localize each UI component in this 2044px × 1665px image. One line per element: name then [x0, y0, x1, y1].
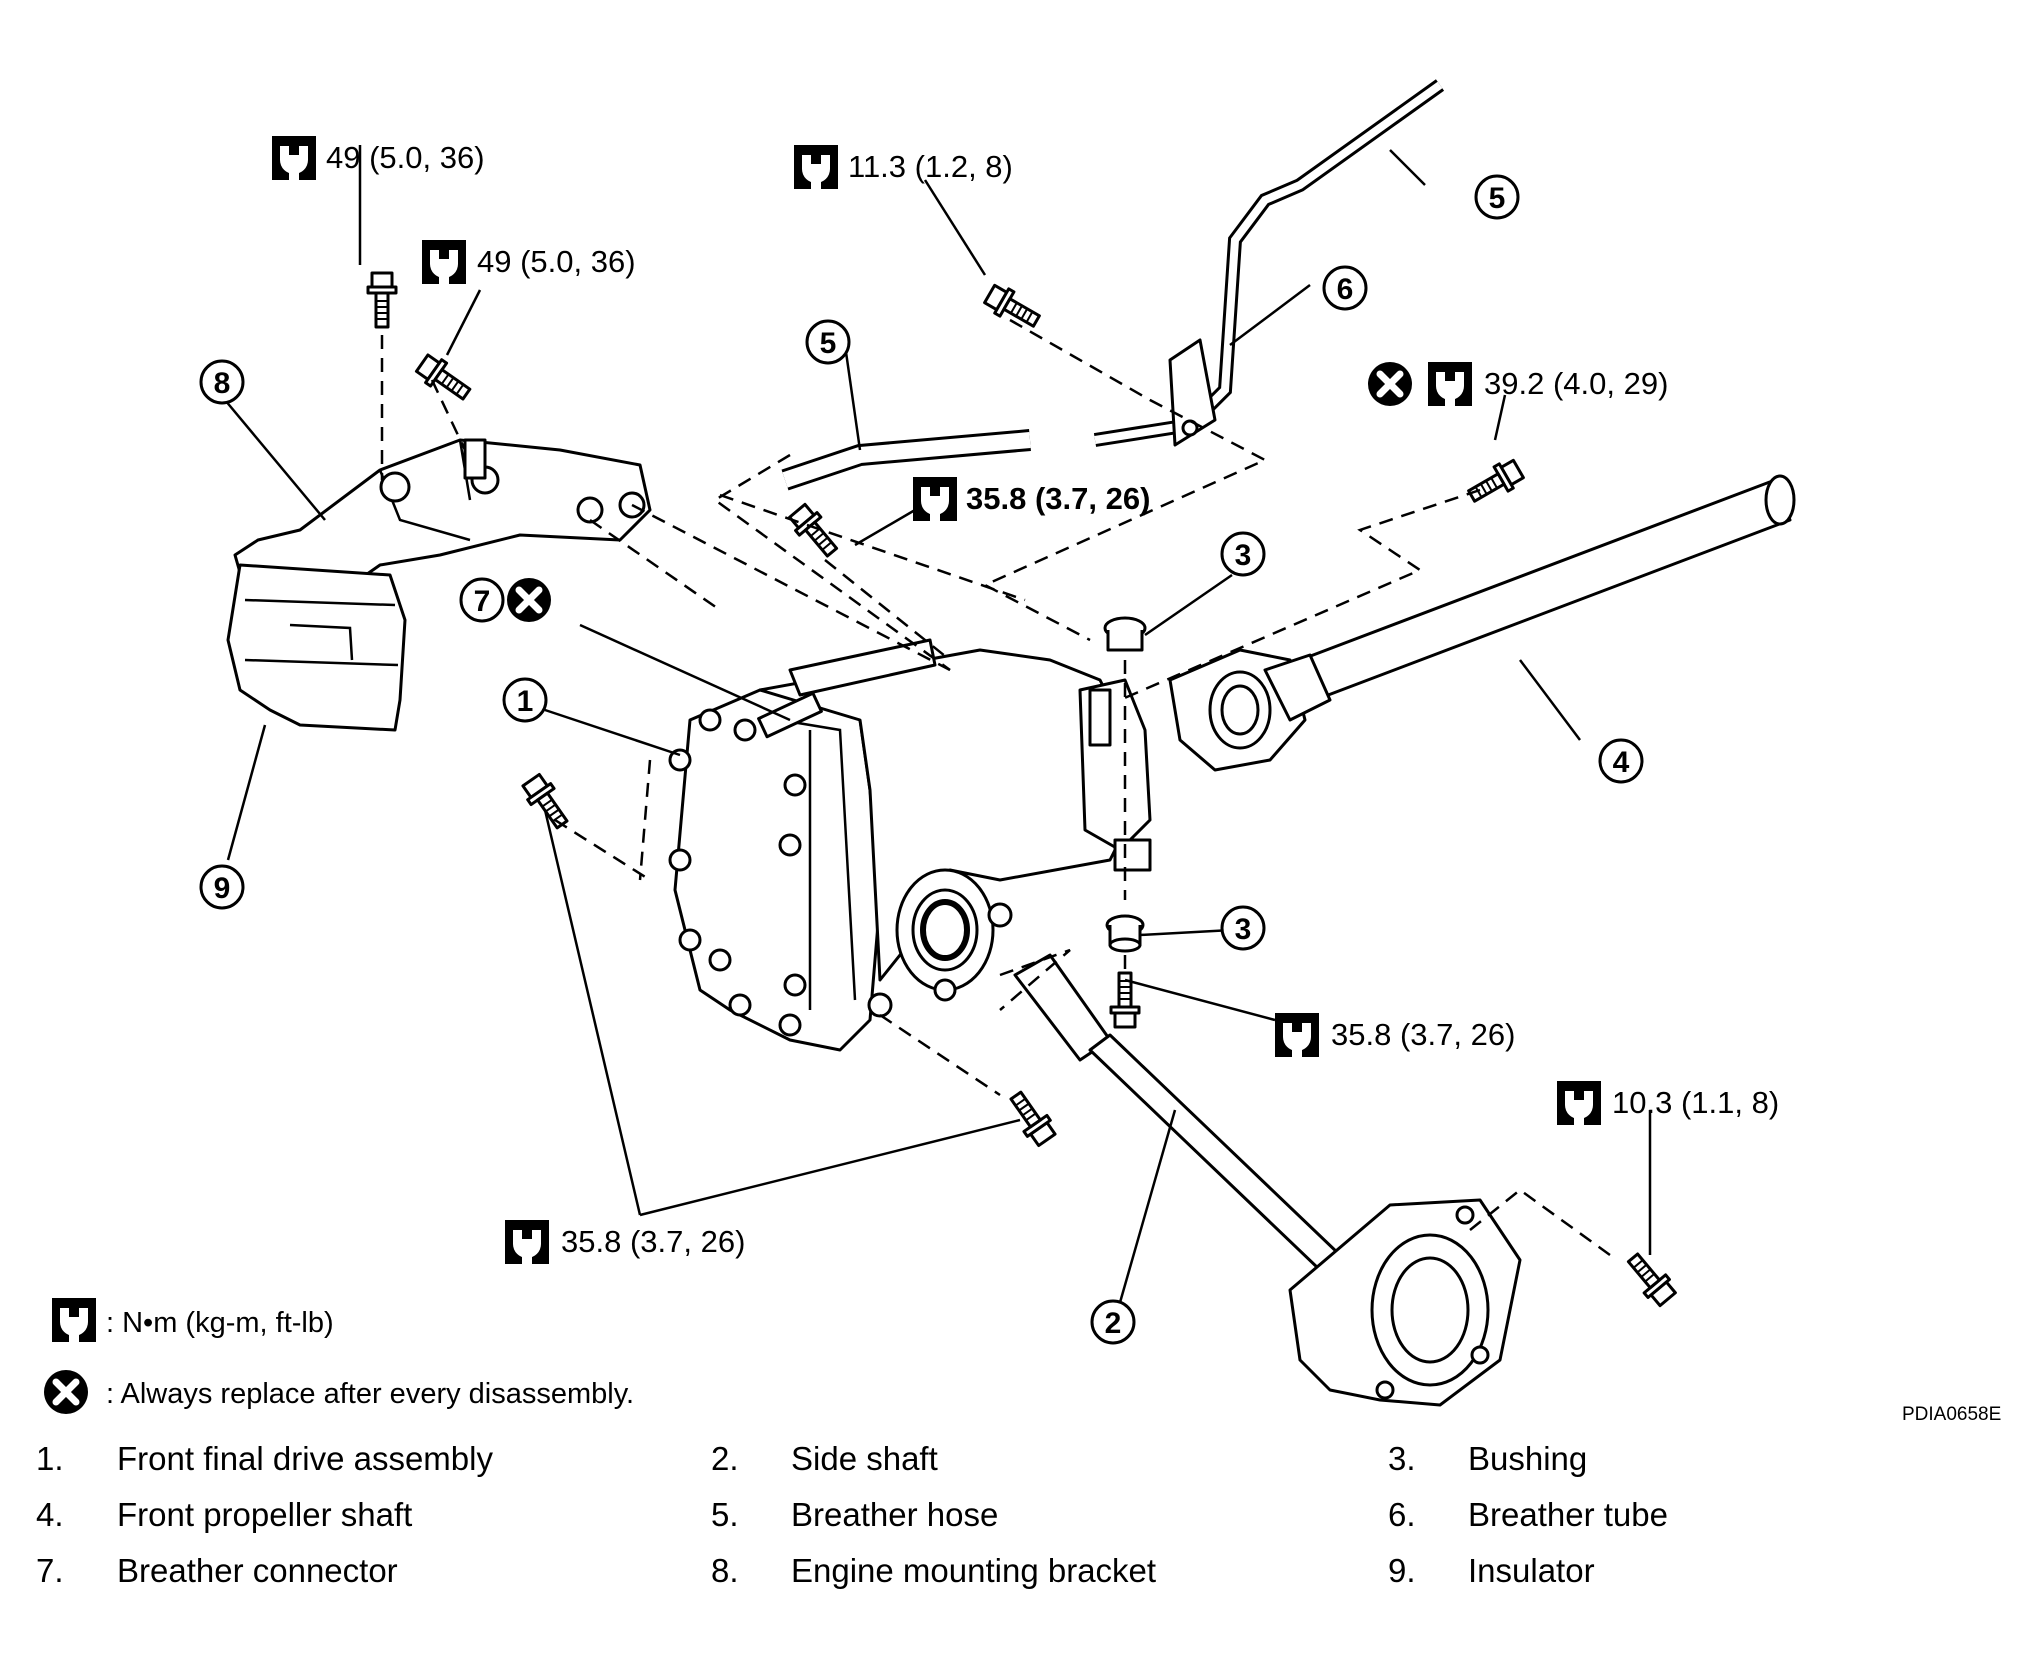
part-number: 5. [711, 1496, 739, 1533]
breather-connector [757, 691, 823, 739]
replace-x-icon [507, 578, 551, 622]
marker-6: 6 [1322, 265, 1368, 311]
torque-callout-bracket-vertical: 49 (5.0, 36) [272, 136, 485, 180]
part-name: Front propeller shaft [117, 1496, 413, 1533]
replace-x-icon [44, 1370, 88, 1414]
svg-text:3: 3 [1235, 539, 1252, 572]
torque-wrench-icon [913, 477, 957, 521]
bolt-long-mount [785, 500, 845, 563]
engine-mounting-bracket [233, 438, 652, 602]
svg-text:3: 3 [1235, 913, 1252, 946]
marker-3-upper: 3 [1220, 531, 1266, 577]
svg-text:2: 2 [1105, 1307, 1122, 1340]
torque-callout-bracket-angled: 49 (5.0, 36) [422, 240, 636, 284]
torque-wrench-icon [422, 240, 466, 284]
insulator [226, 563, 407, 732]
part-number: 4. [36, 1496, 64, 1533]
part-number: 2. [711, 1440, 739, 1477]
part-number: 1. [36, 1440, 64, 1477]
leader-lines [224, 145, 1652, 1321]
front-propeller-shaft [1168, 474, 1796, 772]
part-name: Front final drive assembly [117, 1440, 493, 1477]
bolt-bracket-angled [412, 350, 476, 408]
torque-callout-breather-tube: 11.3 (1.2, 8) [794, 145, 1013, 189]
svg-text:35.8 (3.7, 26): 35.8 (3.7, 26) [1331, 1017, 1515, 1052]
marker-7: 7 [459, 578, 551, 622]
marker-5-upper: 5 [1474, 174, 1520, 220]
bushing-lower [1105, 914, 1145, 953]
part-name: Breather hose [791, 1496, 999, 1533]
torque-wrench-icon [1275, 1013, 1319, 1057]
torque-wrench-icon [505, 1220, 549, 1264]
part-name: Breather connector [117, 1552, 398, 1589]
torque-callout-propeller-shaft: 39.2 (4.0, 29) [1368, 362, 1668, 406]
parts-row: 7. Breather connector 8. Engine mounting… [0, 1552, 2044, 1608]
legend-torque: : N•m (kg-m, ft-lb) [52, 1298, 334, 1342]
svg-text:11.3 (1.2, 8): 11.3 (1.2, 8) [848, 149, 1013, 184]
dashed-guide-lines [380, 318, 1611, 1257]
bolt-bracket-vertical [366, 271, 398, 329]
parts-row: 4. Front propeller shaft 5. Breather hos… [0, 1496, 2044, 1552]
svg-text:1: 1 [517, 685, 534, 718]
part-number: 9. [1388, 1552, 1416, 1589]
torque-callout-side-shaft: 10.3 (1.1, 8) [1557, 1081, 1779, 1125]
svg-text:: Always replace after every d: : Always replace after every disassembly… [106, 1378, 634, 1410]
bolt-side-shaft-flange [1620, 1247, 1680, 1310]
svg-text:8: 8 [214, 367, 231, 400]
marker-9: 9 [199, 864, 245, 910]
figure-code: PDIA0658E [1902, 1404, 2001, 1425]
torque-wrench-icon [794, 145, 838, 189]
svg-text:: N•m (kg-m, ft-lb): : N•m (kg-m, ft-lb) [106, 1307, 334, 1339]
svg-text:35.8 (3.7, 26): 35.8 (3.7, 26) [561, 1224, 745, 1259]
parts-row: 1. Front final drive assembly 2. Side sh… [0, 1440, 2044, 1496]
svg-text:35.8 (3.7, 26): 35.8 (3.7, 26) [966, 481, 1150, 516]
part-number: 3. [1388, 1440, 1416, 1477]
marker-4: 4 [1598, 738, 1644, 784]
torque-callout-insulator-lower: 35.8 (3.7, 26) [1275, 1013, 1515, 1057]
part-name: Side shaft [791, 1440, 938, 1477]
front-final-drive-assembly [668, 638, 1152, 1052]
svg-text:49 (5.0, 36): 49 (5.0, 36) [326, 140, 485, 175]
svg-text:5: 5 [1489, 182, 1506, 215]
bolt-cover-side [518, 770, 576, 834]
side-shaft [1013, 953, 1522, 1407]
torque-wrench-icon [1428, 362, 1472, 406]
part-name: Bushing [1468, 1440, 1588, 1477]
svg-text:9: 9 [214, 872, 231, 905]
bushing-upper [1103, 616, 1147, 652]
part-number: 6. [1388, 1496, 1416, 1533]
bolt-propeller-shaft [1463, 455, 1527, 510]
part-number: 7. [36, 1552, 64, 1589]
marker-8: 8 [199, 359, 245, 405]
svg-text:4: 4 [1613, 746, 1630, 779]
svg-text:6: 6 [1337, 273, 1354, 306]
svg-text:5: 5 [820, 327, 837, 360]
svg-text:7: 7 [474, 585, 491, 618]
breather-hose-lower [781, 429, 1031, 491]
torque-callout-final-drive: 35.8 (3.7, 26) [505, 1220, 745, 1264]
svg-text:49 (5.0, 36): 49 (5.0, 36) [477, 244, 636, 279]
bolt-final-drive-lower [1002, 1086, 1060, 1150]
part-name: Insulator [1468, 1552, 1595, 1589]
torque-wrench-icon [52, 1298, 96, 1342]
replace-x-icon [1368, 362, 1412, 406]
marker-3-lower: 3 [1220, 905, 1266, 951]
torque-callout-long-mount: 35.8 (3.7, 26) [913, 477, 1150, 521]
marker-1: 1 [502, 677, 548, 723]
marker-5-lower: 5 [805, 319, 851, 365]
part-name: Breather tube [1468, 1496, 1668, 1533]
breather-tube [1093, 79, 1445, 447]
parts-list: 1. Front final drive assembly 2. Side sh… [0, 1428, 2044, 1608]
part-name: Engine mounting bracket [791, 1552, 1157, 1589]
svg-text:39.2 (4.0, 29): 39.2 (4.0, 29) [1484, 366, 1668, 401]
torque-wrench-icon [1557, 1081, 1601, 1125]
svg-text:10.3 (1.1, 8): 10.3 (1.1, 8) [1612, 1085, 1779, 1120]
part-number: 8. [711, 1552, 739, 1589]
bolt-breather-tube [981, 280, 1045, 335]
legend-replace: : Always replace after every disassembly… [44, 1370, 634, 1414]
marker-2: 2 [1090, 1299, 1136, 1345]
torque-wrench-icon [272, 136, 316, 180]
